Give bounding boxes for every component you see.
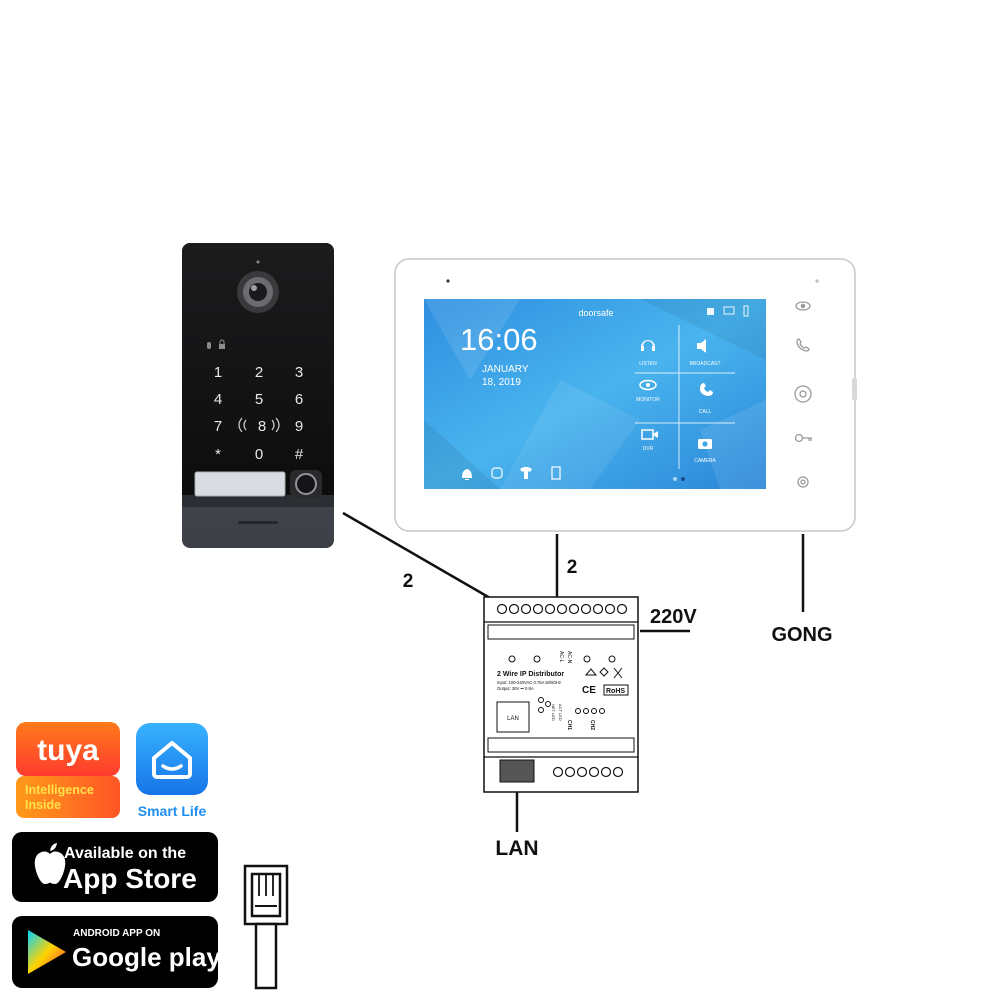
screen-time: 16:06 <box>460 322 538 357</box>
status-icons <box>707 305 749 317</box>
headphones-icon <box>641 340 655 351</box>
svg-text:MONITOR: MONITOR <box>636 397 660 403</box>
side-buttons[interactable] <box>794 301 813 488</box>
rj45-plug-icon <box>243 864 289 990</box>
screen-date-month: JANUARY <box>482 364 529 375</box>
svg-text:Input: 100-240VAC 0.75A 50/60: Input: 100-240VAC 0.75A 50/60Hz <box>497 680 561 685</box>
video-icon <box>641 429 658 440</box>
svg-text:Output: 36V ⎓ 0.8A: Output: 36V ⎓ 0.8A <box>497 686 534 691</box>
bell-icon[interactable] <box>462 469 472 480</box>
bottom-terminals <box>552 766 624 778</box>
tuya-badge[interactable]: tuya Intelligence Inside <box>16 722 120 818</box>
svg-text:ANDROID APP ON: ANDROID APP ON <box>73 928 160 939</box>
eye-icon <box>639 379 657 391</box>
home-button-icon[interactable] <box>794 385 812 403</box>
google-play-badge[interactable]: ANDROID APP ON Google play <box>12 916 221 988</box>
key-star[interactable]: * <box>215 446 221 463</box>
key-9[interactable]: 9 <box>295 418 303 435</box>
svg-text:CAMERA: CAMERA <box>694 458 716 464</box>
tile-listen[interactable]: LISTEN <box>639 340 657 367</box>
apple-icon <box>34 843 66 884</box>
eye-icon[interactable] <box>795 301 811 311</box>
key-7[interactable]: 7 <box>214 418 222 435</box>
key-3[interactable]: 3 <box>295 364 303 381</box>
label-gong: GONG <box>771 624 832 646</box>
key-8[interactable]: 8 <box>258 418 266 435</box>
top-terminals <box>496 603 628 615</box>
svg-text:CALL: CALL <box>699 409 712 415</box>
name-plate <box>194 471 286 497</box>
svg-text:tuya: tuya <box>37 734 99 767</box>
tile-dvr[interactable]: DVR <box>641 429 658 452</box>
gear-icon[interactable] <box>797 476 809 488</box>
rfid-icon <box>238 417 280 433</box>
wire-outdoor-to-distributor <box>342 511 491 600</box>
alarm-icon[interactable] <box>491 467 503 479</box>
outdoor-panel: 1 2 3 4 5 6 7 8 9 * 0 # <box>182 243 334 548</box>
key-4[interactable]: 4 <box>214 391 222 408</box>
camera-lens-icon <box>237 260 279 313</box>
screen-bottom-icons[interactable] <box>462 466 561 480</box>
distributor-face: AC-L AC-N 2 Wire IP Distributor Input: 1… <box>496 651 629 733</box>
label-power: 220V <box>650 606 697 628</box>
svg-text:CH2: CH2 <box>589 720 595 730</box>
keypad[interactable]: 1 2 3 4 5 6 7 8 9 * 0 # <box>214 364 304 463</box>
ip-distributor: AC-L AC-N 2 Wire IP Distributor Input: 1… <box>483 596 639 793</box>
mic-lock-icons <box>207 339 225 349</box>
key-0[interactable]: 0 <box>255 446 263 463</box>
wires <box>342 511 805 832</box>
shirt-icon[interactable] <box>520 467 532 479</box>
svg-text:Available on the: Available on the <box>64 845 186 862</box>
svg-text:BROADCAST: BROADCAST <box>689 361 720 367</box>
tile-camera[interactable]: CAMERA <box>694 439 716 464</box>
app-store-badge[interactable]: Available on the App Store <box>12 832 218 902</box>
svg-text:ACT LED: ACT LED <box>558 704 563 721</box>
key-6[interactable]: 6 <box>295 391 303 408</box>
svg-text:CE: CE <box>582 685 596 696</box>
svg-text:AC-L: AC-L <box>558 651 564 663</box>
svg-text:LAN: LAN <box>507 716 519 722</box>
svg-text:AC-N: AC-N <box>566 651 572 664</box>
speaker-grill <box>238 521 278 524</box>
smart-life-badge[interactable]: Smart Life <box>136 723 208 819</box>
svg-text:Inside: Inside <box>25 798 61 812</box>
label-lan: LAN <box>495 837 538 860</box>
list-icon[interactable] <box>551 466 561 480</box>
svg-text:DVR: DVR <box>643 446 654 452</box>
key-2[interactable]: 2 <box>255 364 263 381</box>
fingerprint-button-icon[interactable] <box>290 470 322 498</box>
svg-text:RoHS: RoHS <box>606 688 625 695</box>
svg-text:App Store: App Store <box>63 863 197 894</box>
play-store-icon <box>28 930 66 974</box>
svg-text:LISTEN: LISTEN <box>639 361 657 367</box>
tile-monitor[interactable]: MONITOR <box>636 379 660 404</box>
distributor-title: 2 Wire IP Distributor <box>497 671 564 678</box>
key-5[interactable]: 5 <box>255 391 263 408</box>
lan-jack <box>499 759 535 783</box>
phone-icon <box>700 383 713 396</box>
svg-text:Intelligence: Intelligence <box>25 783 94 797</box>
page-dots <box>673 477 685 481</box>
key-icon[interactable] <box>794 433 813 443</box>
phone-icon[interactable] <box>796 338 810 352</box>
svg-text:CH1: CH1 <box>566 720 572 730</box>
monitor-screen[interactable]: doorsafe 16:06 JANUARY 18, 2019 LISTEN <box>424 299 766 489</box>
label-wire-monitor: 2 <box>567 557 578 578</box>
camera-icon <box>698 439 712 449</box>
key-hash[interactable]: # <box>295 446 304 463</box>
tile-broadcast[interactable]: BROADCAST <box>689 339 721 367</box>
svg-text:Google play: Google play <box>72 942 221 972</box>
svg-text:Smart Life: Smart Life <box>138 803 207 819</box>
speaker-icon <box>697 339 706 353</box>
indoor-monitor: doorsafe 16:06 JANUARY 18, 2019 LISTEN <box>394 258 857 532</box>
svg-text:NET LED: NET LED <box>551 704 556 721</box>
screen-brand: doorsafe <box>578 308 613 318</box>
tile-call[interactable]: CALL <box>699 383 713 415</box>
label-wire-outdoor: 2 <box>403 571 414 592</box>
screen-date-day: 18, 2019 <box>482 377 521 388</box>
home-icon <box>152 741 192 779</box>
key-1[interactable]: 1 <box>214 364 222 381</box>
